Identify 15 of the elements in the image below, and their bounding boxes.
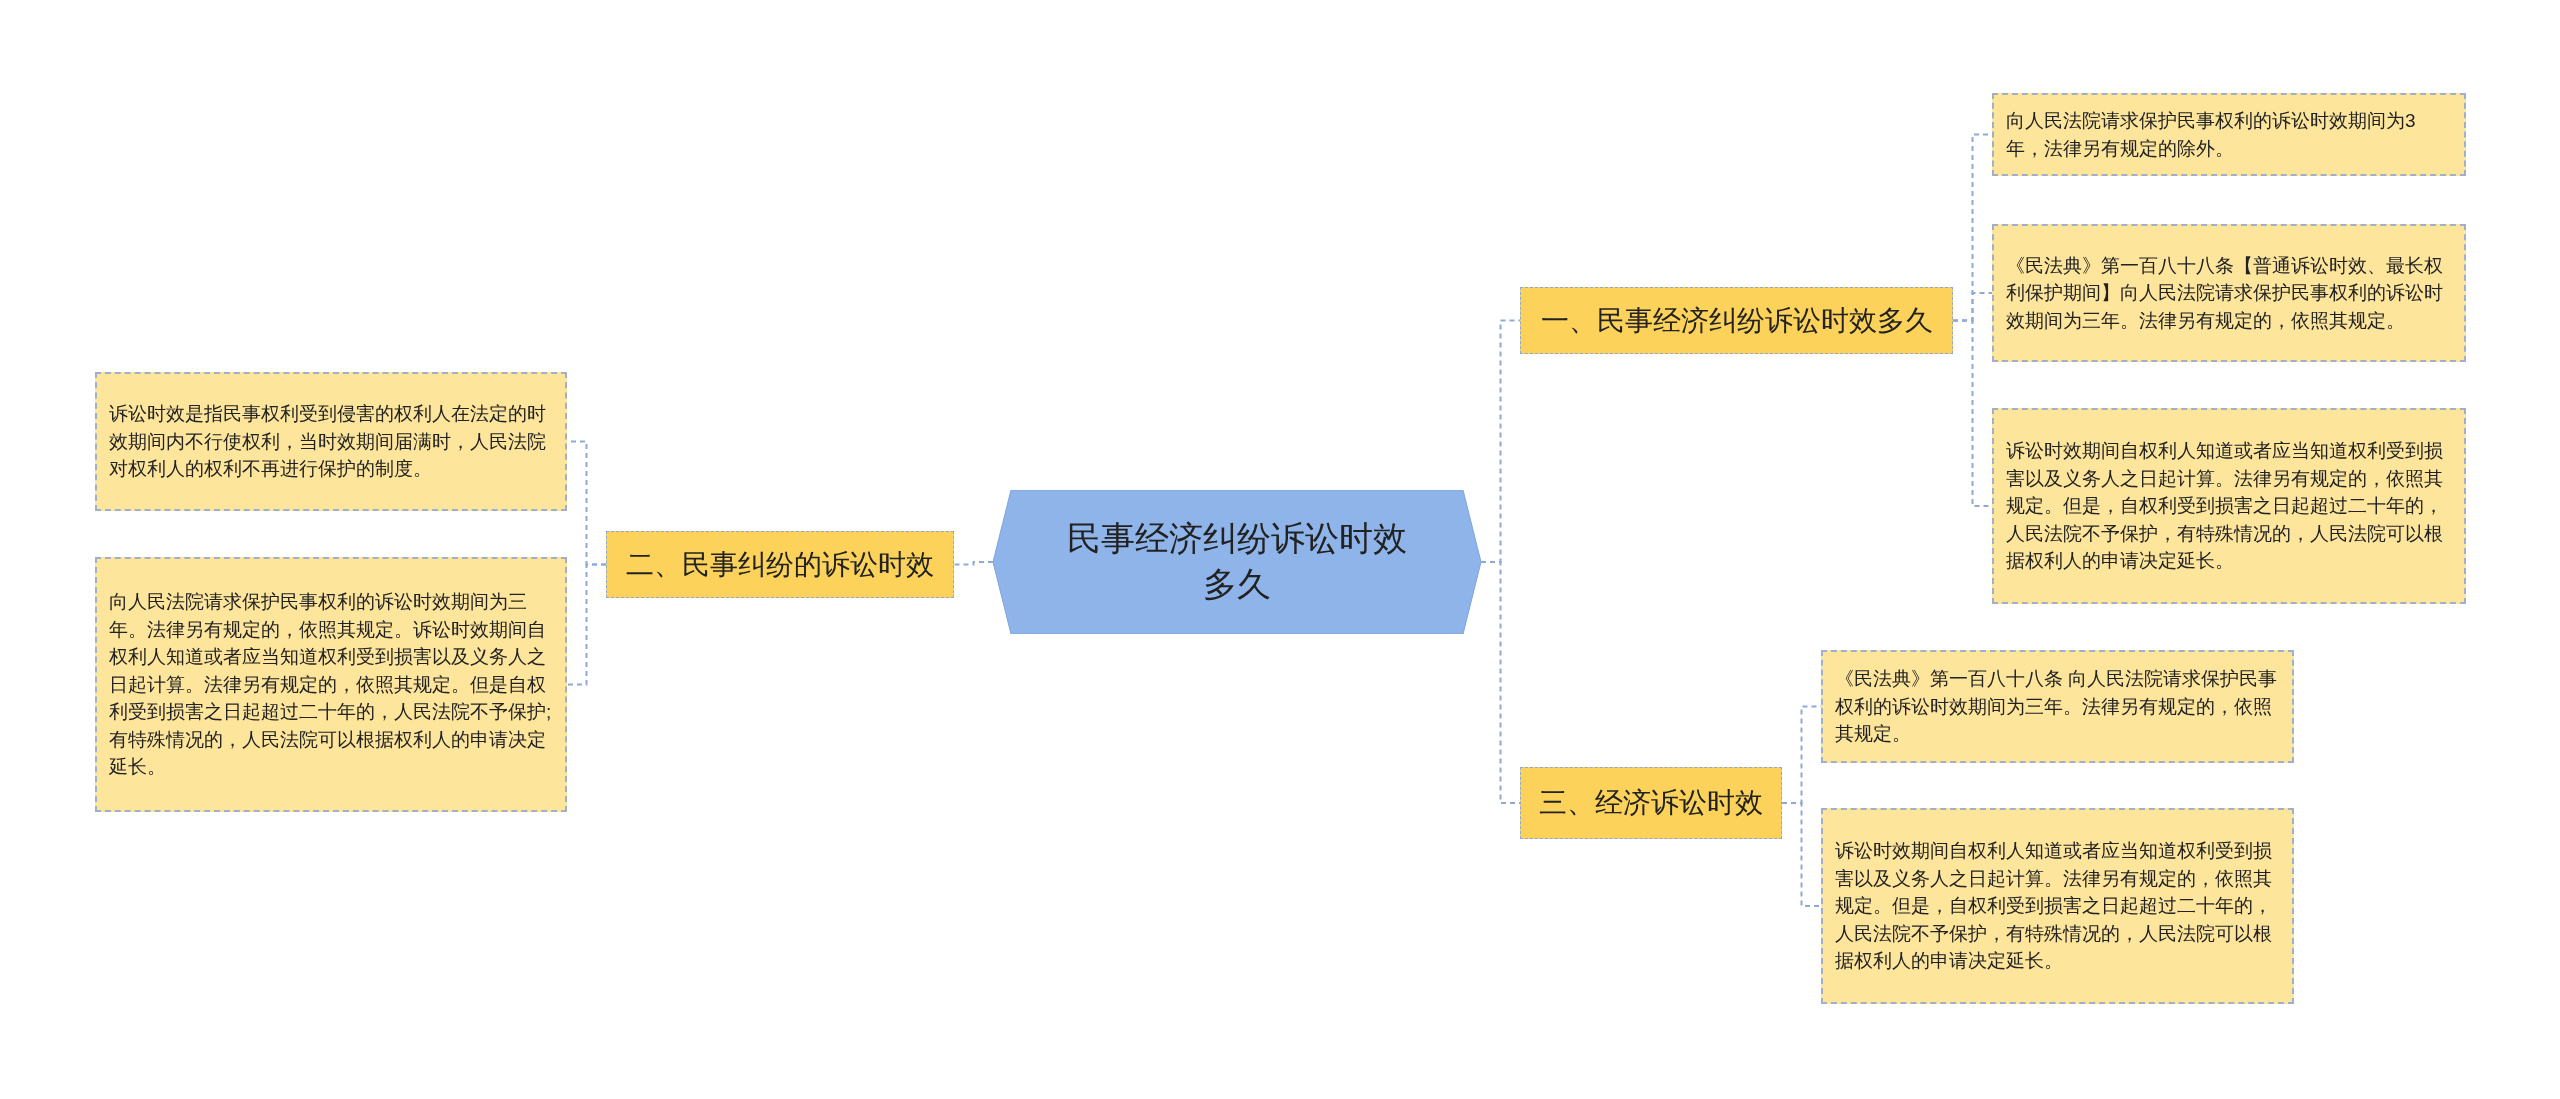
- note-box: 向人民法院请求保护民事权利的诉讼时效期间为三年。法律另有规定的，依照其规定。诉讼时效期间自权利人知道或者应当知道权利受到损害以及义务人之日起计算。法律另有规定的，依照其规定。但是自权利受到损害之日起超过二十年的，人民法院不予保护;有特殊情况的，人民法院可以根据权利人的申请决定延长。: [95, 557, 567, 812]
- note-box: 诉讼时效期间自权利人知道或者应当知道权利受到损害以及义务人之日起计算。法律另有规定的，依照其规定。但是，自权利受到损害之日起超过二十年的，人民法院不予保护，有特殊情况的，人民法院可以根据权利人的申请决定延长。: [1821, 808, 2294, 1004]
- note-box: 诉讼时效是指民事权利受到侵害的权利人在法定的时效期间内不行使权利，当时效期间届满时，人民法院对权利人的权利不再进行保护的制度。: [95, 372, 567, 511]
- note-box: 诉讼时效期间自权利人知道或者应当知道权利受到损害以及义务人之日起计算。法律另有规定的，依照其规定。但是，自权利受到损害之日起超过二十年的，人民法院不予保护，有特殊情况的，人民法院可以根据权利人的申请决定延长。: [1992, 408, 2466, 604]
- topic-hexagon: [993, 490, 1481, 634]
- branch-box: 一、民事经济纠纷诉讼时效多久: [1520, 287, 1953, 354]
- connector-line: [1781, 802, 1822, 907]
- topic-title: 民事经济纠纷诉讼时效多久: [1066, 518, 1408, 605]
- note-box: 向人民法院请求保护民事权利的诉讼时效期间为3年，法律另有规定的除外。: [1992, 93, 2466, 176]
- branch-box: 二、民事纠纷的诉讼时效: [606, 531, 954, 598]
- note-box: 《民法典》第一百八十八条 向人民法院请求保护民事权利的诉讼时效期间为三年。法律另有规定的，依照其规定。: [1821, 650, 2294, 763]
- branch-box: 三、经济诉讼时效: [1520, 767, 1782, 839]
- note-box: 《民法典》第一百八十八条【普通诉讼时效、最长权利保护期间】向人民法院请求保护民事权利的诉讼时效期间为三年。法律另有规定的，依照其规定。: [1992, 224, 2466, 362]
- connector-line: [566, 563, 607, 686]
- connector-line: [953, 561, 994, 566]
